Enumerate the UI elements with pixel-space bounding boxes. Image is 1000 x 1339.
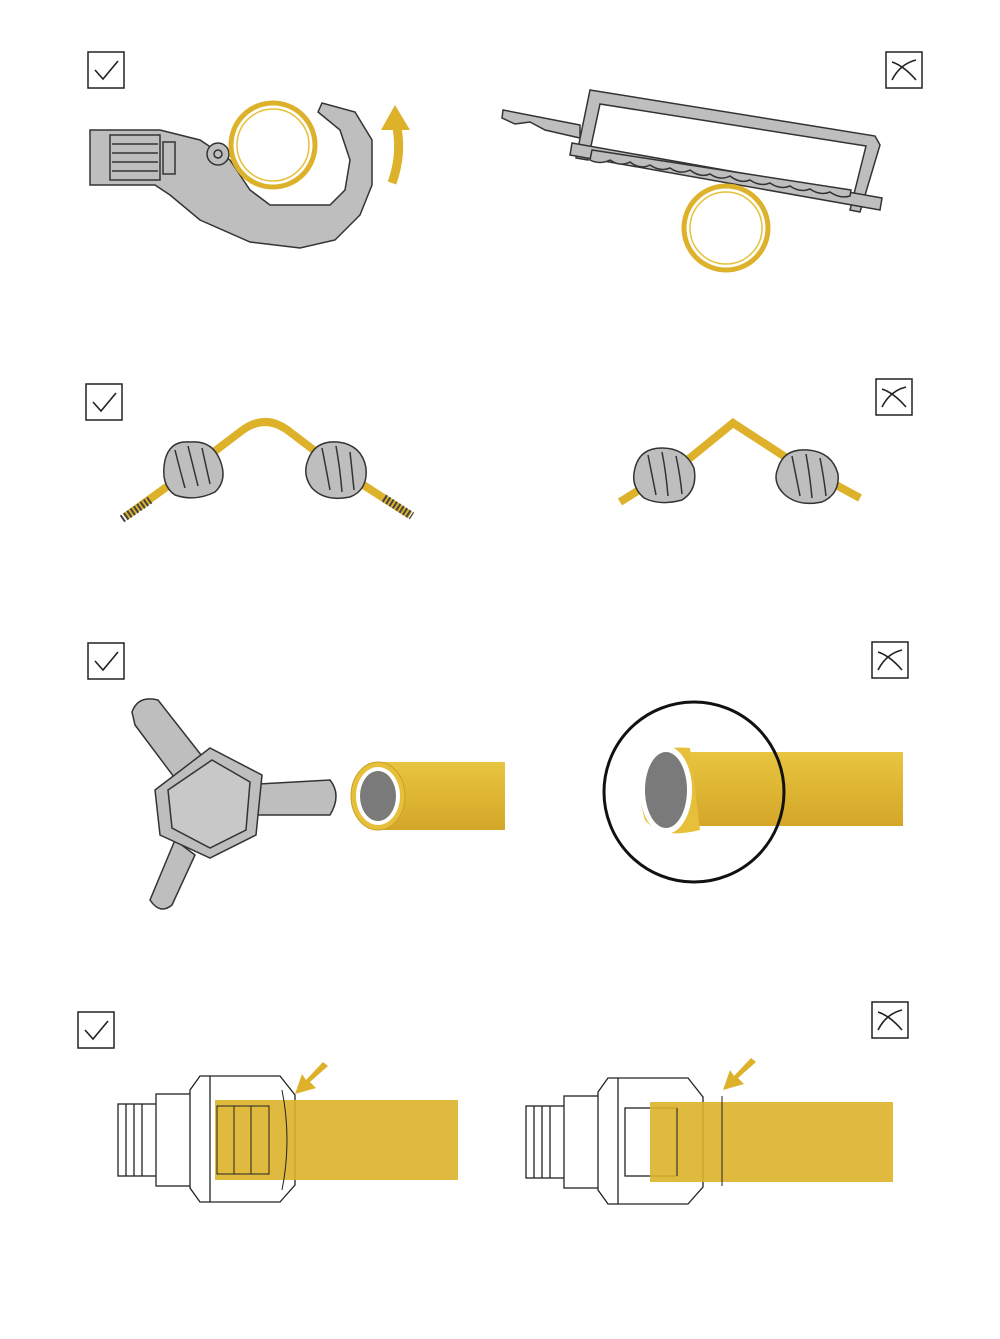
insertion-arrow-icon bbox=[723, 1058, 756, 1090]
pipe-cross-section bbox=[681, 183, 771, 273]
bent-pipe-smooth bbox=[119, 418, 415, 523]
pipe-cross-section bbox=[228, 100, 318, 190]
hand-icon bbox=[305, 441, 367, 500]
check-icon bbox=[87, 51, 125, 89]
pipe-end-oval bbox=[640, 746, 903, 834]
cross-icon bbox=[871, 641, 909, 679]
rotation-arrow-icon bbox=[381, 105, 410, 185]
hand-icon bbox=[775, 449, 839, 505]
hand-icon bbox=[163, 441, 224, 499]
pipe-cutter-tool bbox=[89, 102, 373, 249]
hacksaw-tool bbox=[501, 89, 883, 213]
calibrator-reamer-tool bbox=[131, 698, 337, 910]
insertion-arrow-icon bbox=[295, 1062, 328, 1094]
pipe-end-round bbox=[350, 761, 505, 831]
cross-icon bbox=[875, 378, 913, 416]
cross-icon bbox=[871, 1001, 909, 1039]
check-icon bbox=[77, 1011, 115, 1049]
magnifier-circle bbox=[602, 700, 786, 884]
cross-icon bbox=[885, 51, 923, 89]
pipe-not-fully-inserted bbox=[650, 1096, 893, 1186]
check-icon bbox=[85, 383, 123, 421]
hand-icon bbox=[632, 447, 696, 504]
check-icon bbox=[87, 642, 125, 680]
pipe-inserted bbox=[215, 1089, 458, 1191]
